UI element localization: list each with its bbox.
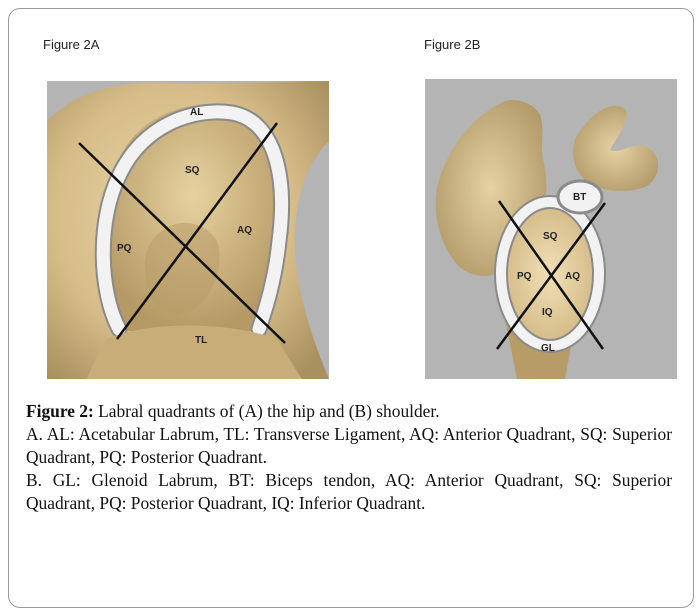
hip-figure-panel: AL SQ PQ AQ TL <box>47 81 329 379</box>
caption-line-b: B. GL: Glenoid Labrum, BT: Biceps tendon… <box>26 469 672 515</box>
figure-card: Figure 2A Figure 2B <box>8 8 694 608</box>
label-iq: IQ <box>542 307 553 318</box>
figure-2a-title: Figure 2A <box>43 37 99 52</box>
caption-title-line: Figure 2: Labral quadrants of (A) the hi… <box>26 400 672 423</box>
caption-lead: Figure 2: <box>26 401 94 421</box>
coracoid-process <box>573 106 658 191</box>
label-sq: SQ <box>543 231 558 242</box>
label-sq: SQ <box>185 165 200 176</box>
label-aq: AQ <box>237 225 252 236</box>
label-gl: GL <box>541 343 555 354</box>
label-tl: TL <box>195 335 207 346</box>
label-pq: PQ <box>517 271 532 282</box>
figure-caption: Figure 2: Labral quadrants of (A) the hi… <box>26 400 672 515</box>
label-al: AL <box>190 107 203 118</box>
figure-2b-title: Figure 2B <box>424 37 480 52</box>
label-bt: BT <box>573 192 586 203</box>
label-pq: PQ <box>117 243 132 254</box>
hip-illustration: AL SQ PQ AQ TL <box>47 81 329 379</box>
caption-text: Labral quadrants of (A) the hip and (B) … <box>94 401 440 421</box>
shoulder-illustration: BT SQ PQ AQ IQ GL <box>425 79 677 379</box>
caption-line-a: A. AL: Acetabular Labrum, TL: Transverse… <box>26 423 672 469</box>
shoulder-figure-panel: BT SQ PQ AQ IQ GL <box>425 79 677 379</box>
label-aq: AQ <box>565 271 580 282</box>
